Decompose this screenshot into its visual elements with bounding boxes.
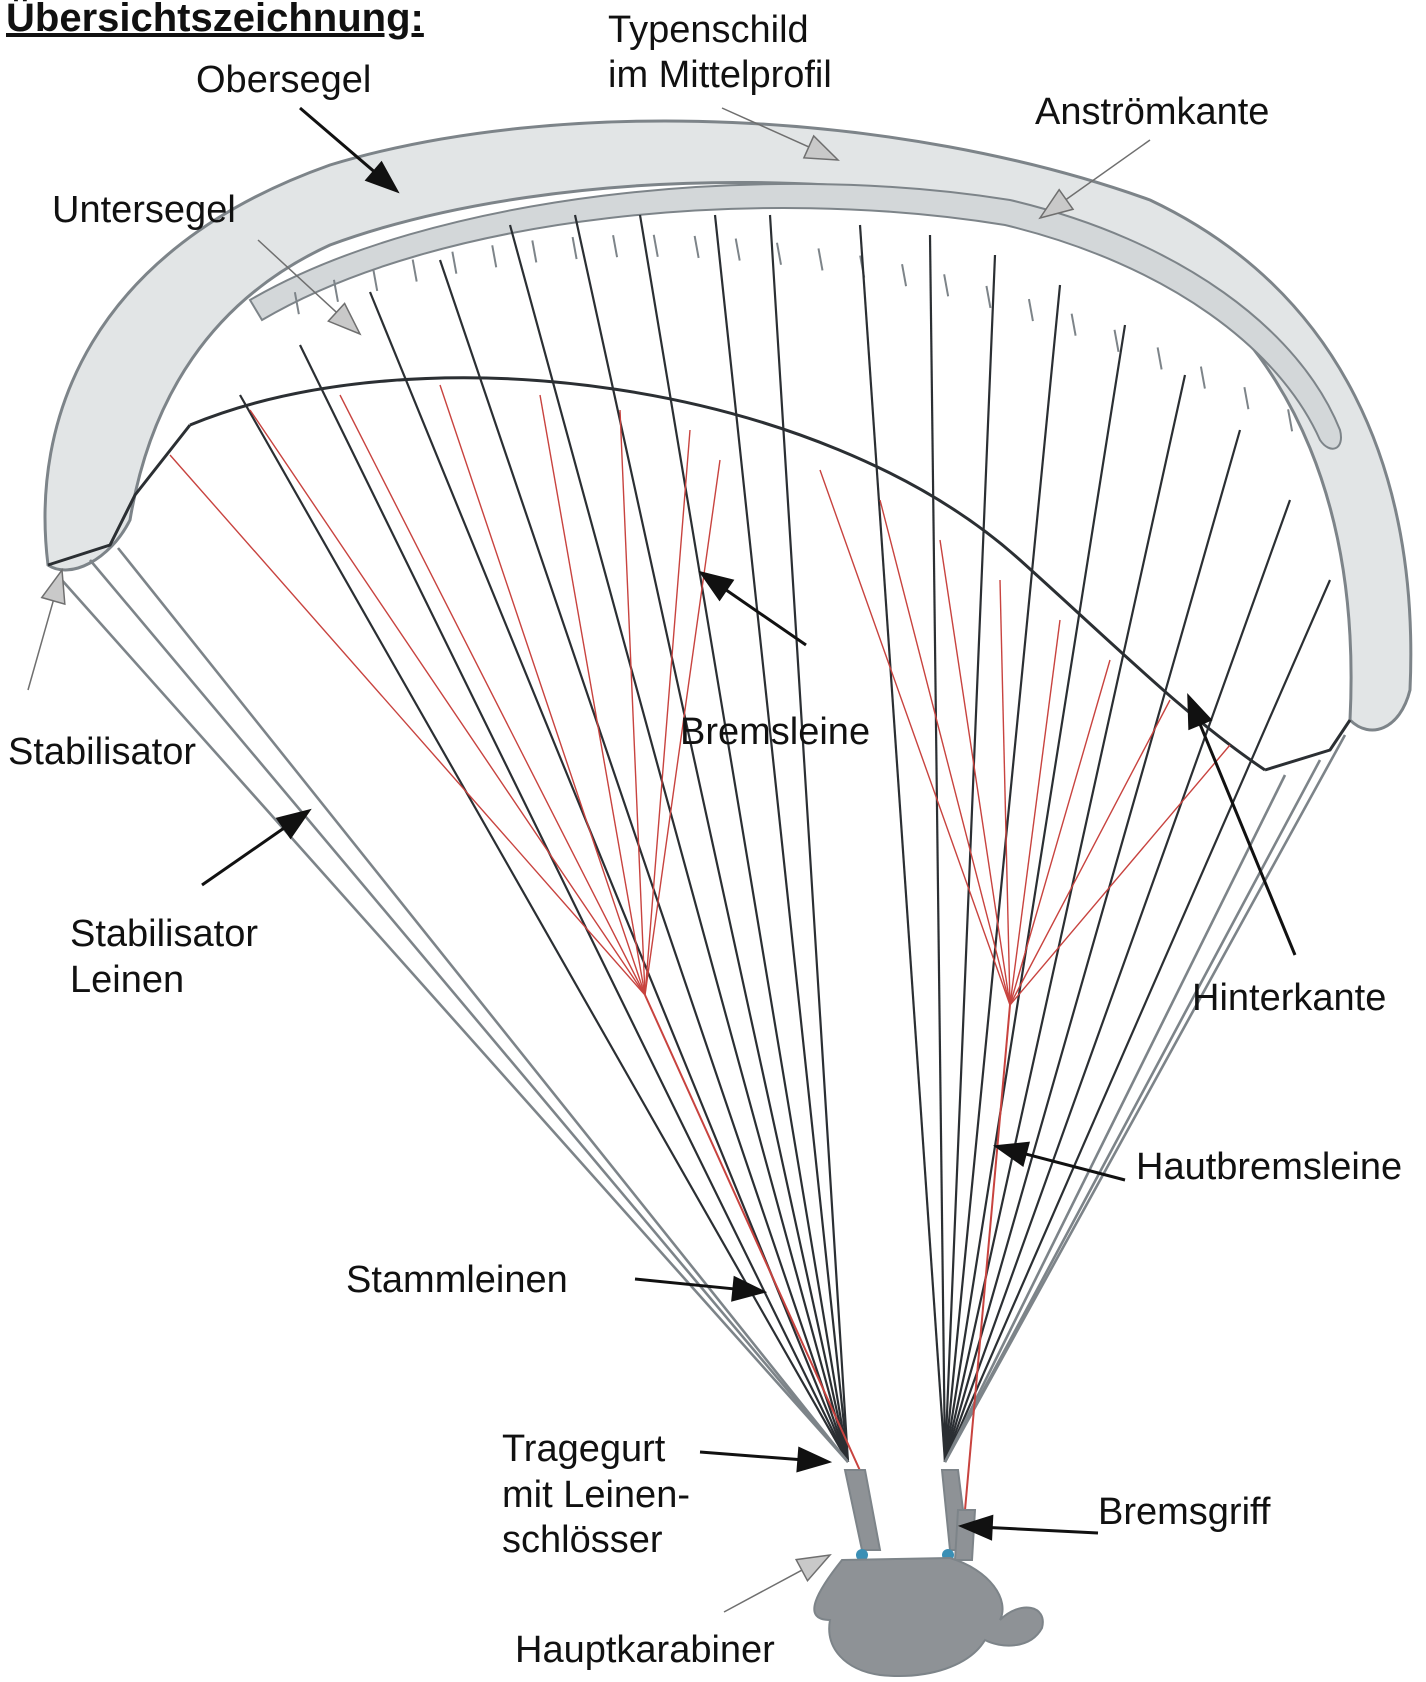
cell-rib bbox=[1029, 299, 1033, 321]
brake-line bbox=[1000, 580, 1010, 1005]
cell-rib bbox=[818, 248, 822, 270]
label-tragegurt-line2: mit Leinen- bbox=[502, 1473, 690, 1517]
label-anstroemkante: Anströmkante bbox=[1035, 90, 1269, 134]
arrow-head bbox=[328, 303, 360, 334]
label-tragegurt-line3: schlösser bbox=[502, 1518, 663, 1562]
cell-rib bbox=[452, 252, 456, 274]
callout-arrows bbox=[28, 108, 1295, 1612]
arrow-shaft bbox=[992, 1528, 1098, 1533]
main-line bbox=[575, 215, 848, 1462]
label-typenschild-line1: Typenschild bbox=[608, 8, 809, 52]
pilot bbox=[814, 1470, 1043, 1676]
cell-rib bbox=[902, 264, 906, 286]
cell-rib bbox=[654, 235, 658, 257]
label-bremsleine: Bremsleine bbox=[680, 710, 870, 754]
arrow-shaft bbox=[700, 1452, 798, 1460]
upper-surface bbox=[45, 121, 1411, 730]
arrow-shaft bbox=[724, 1570, 802, 1612]
label-hauptkarabiner: Hauptkarabiner bbox=[515, 1628, 775, 1672]
brake-handle bbox=[955, 1510, 975, 1560]
cell-rib bbox=[413, 260, 417, 282]
cell-rib bbox=[1288, 409, 1292, 431]
brake-line bbox=[1010, 620, 1060, 1005]
label-obersegel: Obersegel bbox=[196, 58, 371, 102]
cell-rib bbox=[736, 239, 740, 261]
callout-arrow bbox=[700, 1448, 830, 1472]
label-bremsgriff: Bremsgriff bbox=[1098, 1490, 1270, 1534]
arrow-shaft bbox=[28, 601, 53, 690]
stabilizer-line bbox=[90, 560, 848, 1462]
arrow-head bbox=[277, 810, 310, 838]
cell-rib bbox=[695, 236, 699, 258]
brake-line bbox=[1010, 745, 1230, 1005]
riser-left bbox=[845, 1470, 880, 1550]
cell-rib bbox=[492, 245, 496, 267]
arrow-shaft bbox=[202, 828, 284, 885]
cell-rib bbox=[1072, 314, 1076, 336]
label-tragegurt-line1: Tragegurt bbox=[502, 1427, 665, 1471]
cell-rib bbox=[573, 237, 577, 259]
suspension-lines bbox=[60, 215, 1345, 1510]
cell-rib bbox=[944, 274, 948, 296]
main-line bbox=[945, 375, 1185, 1462]
brake-line bbox=[540, 395, 645, 995]
stabilizer-line bbox=[118, 548, 848, 1462]
canopy bbox=[45, 121, 1411, 770]
label-stabilisator-leinen-line1: Stabilisator bbox=[70, 912, 258, 956]
callout-arrow bbox=[28, 570, 65, 690]
callout-arrow bbox=[1188, 695, 1295, 955]
cell-rib bbox=[1158, 347, 1162, 369]
stabilizer-line bbox=[945, 775, 1285, 1462]
cell-rib bbox=[1115, 330, 1119, 352]
brake-main-line bbox=[645, 995, 862, 1475]
arrow-head bbox=[796, 1555, 830, 1581]
label-hautbremsleine: Hautbremsleine bbox=[1136, 1145, 1402, 1189]
label-typenschild-line2: im Mittelprofil bbox=[608, 53, 832, 97]
main-line bbox=[640, 215, 848, 1462]
brake-line bbox=[1010, 700, 1170, 1005]
brake-line bbox=[1010, 660, 1110, 1005]
callout-arrow bbox=[202, 810, 310, 885]
cell-rib bbox=[1244, 387, 1248, 409]
arrow-head bbox=[1188, 695, 1211, 729]
arrow-head bbox=[42, 570, 65, 604]
label-stammleinen: Stammleinen bbox=[346, 1258, 568, 1302]
diagram-title: Übersichtszeichnung: bbox=[6, 0, 424, 40]
arrow-shaft bbox=[635, 1279, 733, 1289]
stabilizer-right bbox=[1265, 720, 1350, 770]
brake-line bbox=[440, 385, 645, 995]
brake-line bbox=[340, 395, 645, 995]
brake-line bbox=[250, 410, 645, 995]
cell-rib bbox=[373, 269, 377, 291]
pilot-body bbox=[814, 1558, 1043, 1676]
arrow-head bbox=[700, 572, 733, 600]
cell-rib bbox=[986, 286, 990, 308]
label-stabilisator-leinen-line2: Leinen bbox=[70, 958, 184, 1002]
arrow-shaft bbox=[1026, 1154, 1125, 1180]
label-hinterkante: Hinterkante bbox=[1192, 976, 1386, 1020]
cell-rib bbox=[1201, 367, 1205, 389]
arrow-head bbox=[797, 1448, 830, 1472]
callout-arrow bbox=[960, 1516, 1098, 1540]
label-untersegel: Untersegel bbox=[52, 188, 236, 232]
cell-rib bbox=[532, 240, 536, 262]
label-stabilisator: Stabilisator bbox=[8, 730, 196, 774]
callout-arrow bbox=[700, 572, 806, 645]
cell-rib bbox=[613, 235, 617, 257]
cell-rib bbox=[777, 243, 781, 265]
